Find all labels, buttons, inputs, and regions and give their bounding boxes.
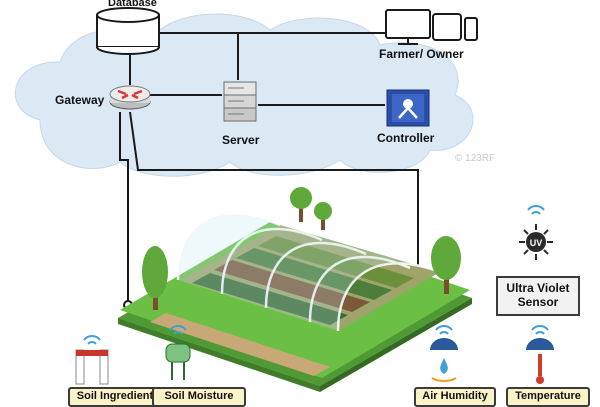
soil-ingredient-probe-icon bbox=[75, 335, 109, 385]
network-wires bbox=[119, 32, 419, 305]
router-icon bbox=[109, 85, 151, 110]
gateway-label: Gateway bbox=[55, 93, 105, 107]
temperature-label: Temperature bbox=[506, 387, 590, 407]
database-icon bbox=[96, 7, 160, 55]
soil-ingredient-label: Soil Ingredient bbox=[68, 387, 162, 407]
uv-sensor-label: Ultra Violet Sensor bbox=[496, 276, 580, 316]
greenhouse-hoops bbox=[176, 213, 441, 332]
soil-moisture-probe-icon bbox=[165, 325, 191, 380]
database-label: Database bbox=[108, 0, 157, 9]
air-humidity-sensor-icon bbox=[430, 325, 458, 382]
air-humidity-label: Air Humidity bbox=[414, 387, 496, 407]
soil-moisture-label: Soil Moisture bbox=[152, 387, 246, 407]
tree-icon bbox=[431, 236, 461, 294]
temperature-sensor-icon bbox=[526, 325, 554, 384]
tree-icon bbox=[290, 187, 332, 230]
farmer-label: Farmer/ Owner bbox=[379, 47, 464, 61]
devices-icon bbox=[385, 9, 478, 45]
uv-sensor-icon: UV bbox=[519, 205, 553, 260]
uv-badge-text: UV bbox=[530, 238, 543, 248]
crop-rows bbox=[192, 236, 414, 325]
server-icon bbox=[223, 81, 257, 122]
controller-icon bbox=[386, 89, 430, 127]
server-label: Server bbox=[222, 133, 260, 147]
uv-sensor-text: Ultra Violet Sensor bbox=[506, 281, 570, 309]
controller-label: Controller bbox=[377, 131, 435, 145]
watermark: © 123RF bbox=[455, 153, 496, 164]
greenhouse bbox=[176, 213, 441, 332]
tree-icon bbox=[142, 246, 168, 310]
